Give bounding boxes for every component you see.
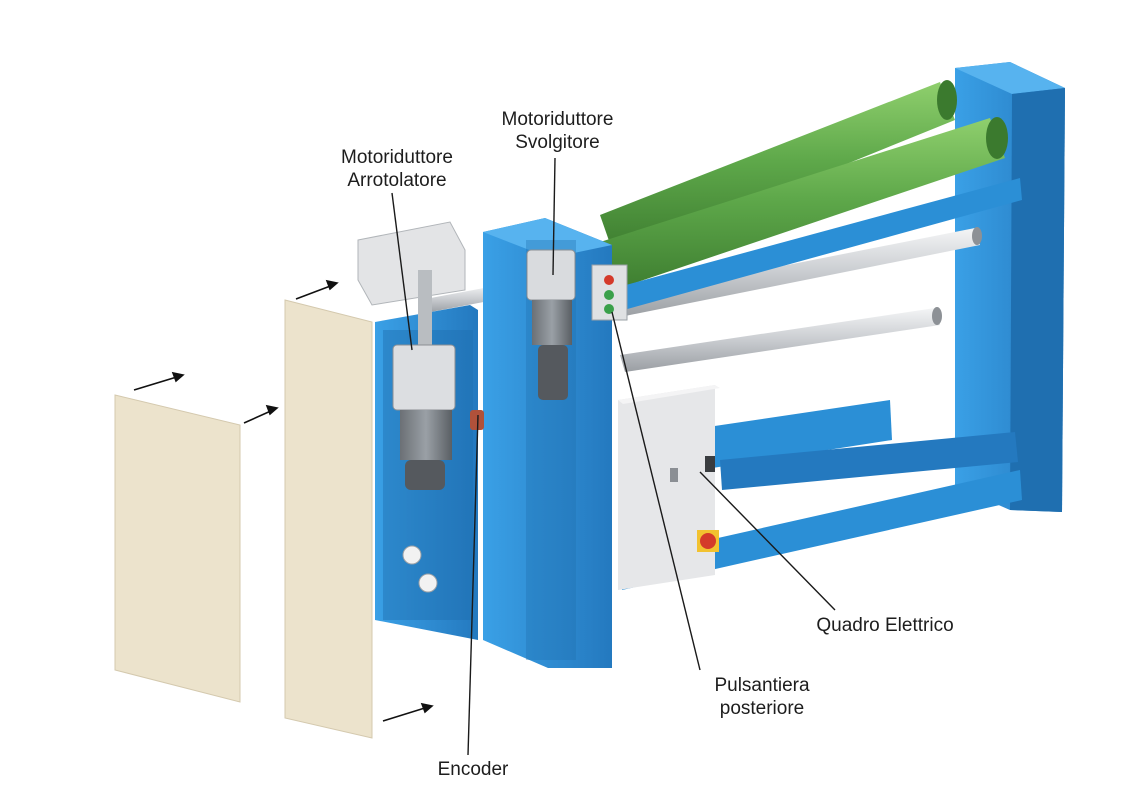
- rollers-silver: [420, 227, 982, 372]
- label-quadro-elettrico: Quadro Elettrico: [816, 615, 954, 636]
- side-panels: [114, 299, 373, 739]
- label-motoriduttore-svolgitore: Motoriduttore Svolgitore: [470, 108, 645, 154]
- label-line-2: posteriore: [719, 698, 805, 719]
- label-motoriduttore-arrotolatore: Motoriduttore Arrotolatore: [302, 146, 492, 192]
- rear-pushbutton-panel: [591, 264, 628, 321]
- label-line-2: Arrotolatore: [347, 170, 447, 191]
- leader-encoder: [467, 414, 479, 756]
- label-line-2: Svolgitore: [515, 132, 600, 153]
- leader-arrotolatore: [391, 192, 413, 351]
- leader-quadro: [699, 471, 836, 611]
- right-frame-upright: [955, 62, 1065, 512]
- svolgitore-gearmotor: [526, 249, 576, 400]
- leader-svolgitore: [552, 157, 556, 276]
- label-line-1: Pulsantiera: [714, 675, 810, 696]
- rollers-green: [575, 80, 1008, 298]
- label-encoder: Encoder: [437, 759, 509, 780]
- leader-lines: [391, 157, 836, 756]
- cross-beams: [600, 178, 1022, 590]
- electrical-cabinet: [618, 385, 720, 590]
- label-line-1: Motoriduttore: [501, 109, 614, 130]
- leader-pulsantiera: [611, 311, 701, 671]
- label-line-1: Motoriduttore: [341, 147, 453, 168]
- label-pulsantiera-posteriore: Pulsantiera posteriore: [682, 674, 842, 720]
- arrotolatore-gearmotor: [357, 221, 484, 593]
- assembly-arrows: [133, 279, 434, 722]
